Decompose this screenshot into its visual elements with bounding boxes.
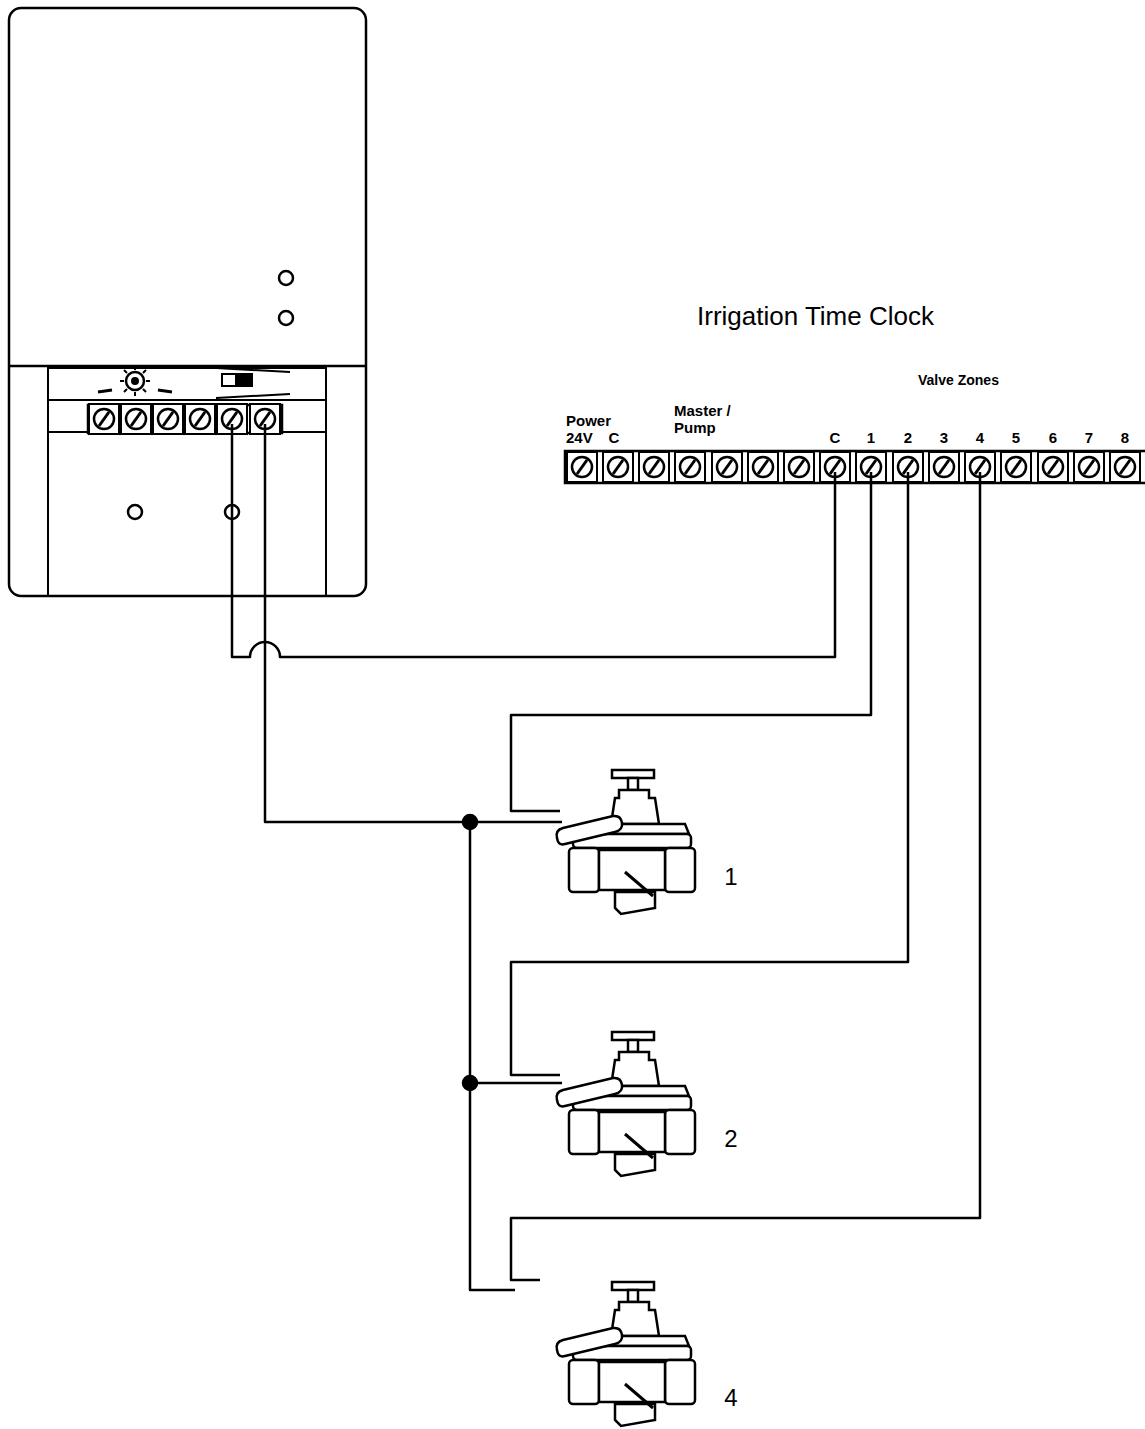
terminal-heading: Pump [674,420,716,437]
wires [232,424,980,1290]
valve-symbols [557,770,695,1426]
zone-number: 8 [1121,430,1129,447]
zone-number: 6 [1049,430,1057,447]
zone-number: 4 [976,430,984,447]
terminal-heading: Power [566,413,611,430]
terminal-label: C [609,430,620,447]
terminal-label: C [830,430,841,447]
terminal-label: 24V [566,430,593,447]
zone-number: 1 [867,430,875,447]
valve-number: 4 [724,1385,737,1411]
sensor-housing [9,8,366,596]
valve-number: 2 [724,1126,737,1152]
zone-number: 2 [904,430,912,447]
zone-number: 5 [1012,430,1020,447]
terminal-heading: Master / [674,403,731,420]
valve-number: 1 [724,864,737,890]
group-heading: Valve Zones [918,373,999,388]
clock-terminal-strip [565,451,1145,483]
zone-number: 3 [940,430,948,447]
clock-title: Irrigation Time Clock [697,302,934,331]
zone-number: 7 [1085,430,1093,447]
